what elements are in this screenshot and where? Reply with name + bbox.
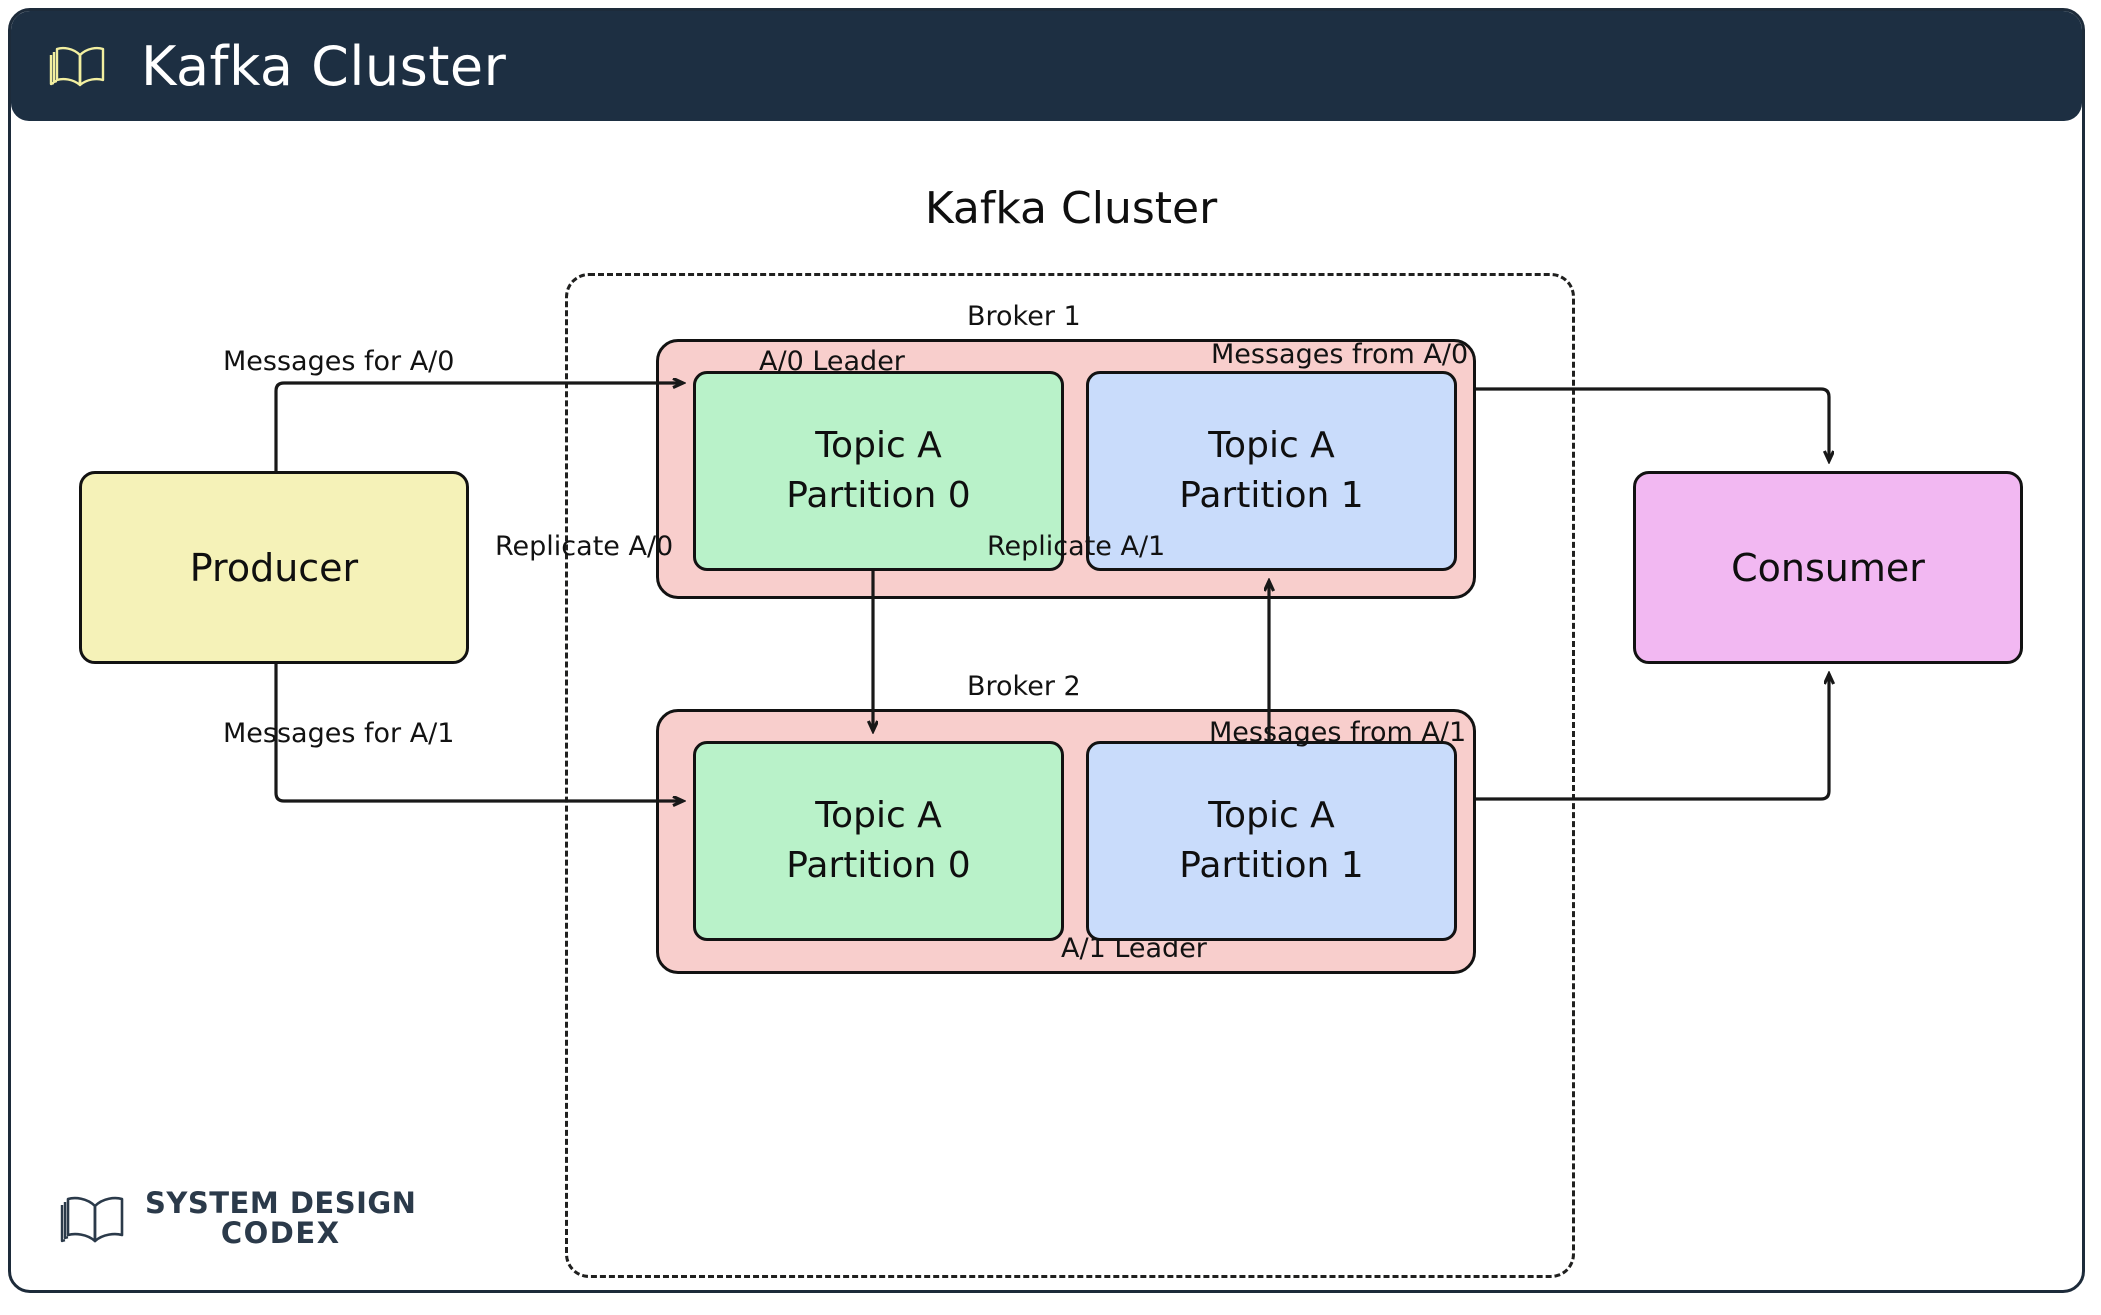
partition-index-line: Partition 1: [1179, 475, 1364, 516]
edge-label-messages-for-a1: Messages for A/1: [223, 718, 455, 749]
footer-logo: SYSTEM DESIGN CODEX: [59, 1186, 417, 1250]
diagram-title: Kafka Cluster: [924, 183, 1218, 234]
footer-logo-line2: CODEX: [220, 1215, 341, 1250]
edge-label-replicate-a0: Replicate A/0: [495, 531, 674, 562]
app-header: Kafka Cluster: [11, 11, 2082, 121]
consumer-node[interactable]: Consumer: [1633, 471, 2023, 664]
footer-logo-text: SYSTEM DESIGN CODEX: [145, 1186, 417, 1250]
partition-topic-line: Topic A: [815, 795, 942, 837]
edge-label-messages-from-a1: Messages from A/1: [1209, 717, 1467, 748]
broker-2-label: Broker 2: [967, 671, 1081, 702]
partition-topic-line: Topic A: [815, 425, 942, 467]
partition-broker2-topicA-p1[interactable]: Topic A Partition 1: [1086, 741, 1457, 941]
diagram-canvas: Kafka Cluster Broker 1 A/0 Leader Topic …: [11, 121, 2082, 1290]
partition-index-line: Partition 1: [1179, 845, 1364, 886]
open-book-icon: [59, 1191, 131, 1247]
edge-label-replicate-a1: Replicate A/1: [987, 531, 1166, 562]
partition-topic-line: Topic A: [1208, 425, 1335, 467]
producer-node[interactable]: Producer: [79, 471, 469, 664]
footer-logo-line1: SYSTEM DESIGN: [145, 1186, 417, 1220]
open-book-icon: [49, 42, 111, 90]
diagram-card: Kafka Cluster Kafka Cluster Broker 1 A/0…: [8, 8, 2085, 1293]
consumer-label: Consumer: [1731, 545, 1925, 590]
app-title: Kafka Cluster: [141, 34, 507, 98]
producer-label: Producer: [189, 545, 359, 590]
partition-broker1-topicA-p1[interactable]: Topic A Partition 1: [1086, 371, 1457, 571]
partition-index-line: Partition 0: [786, 475, 971, 516]
edge-label-messages-from-a0: Messages from A/0: [1211, 339, 1469, 370]
partition-broker2-topicA-p0[interactable]: Topic A Partition 0: [693, 741, 1064, 941]
edge-label-messages-for-a0: Messages for A/0: [223, 346, 455, 377]
partition-broker1-topicA-p0[interactable]: Topic A Partition 0: [693, 371, 1064, 571]
broker-1-label: Broker 1: [967, 301, 1081, 332]
partition-topic-line: Topic A: [1208, 795, 1335, 837]
partition-index-line: Partition 0: [786, 845, 971, 886]
